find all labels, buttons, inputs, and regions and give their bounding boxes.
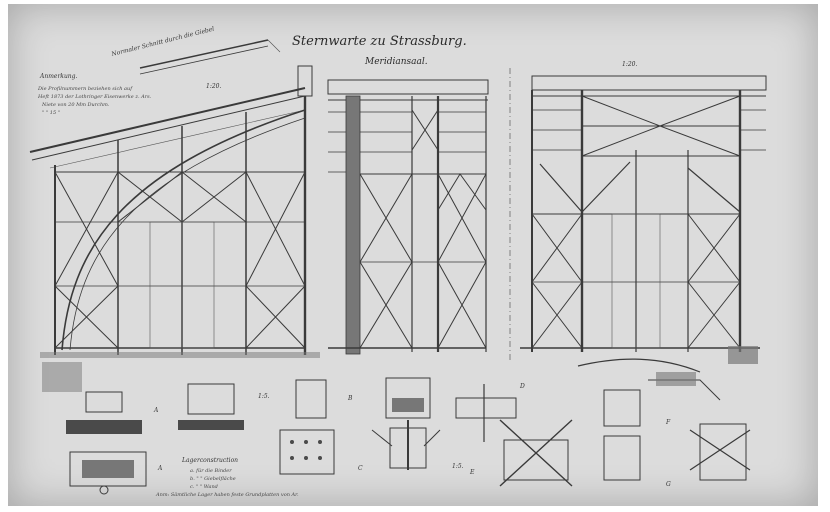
section-label: Normaler Schnitt durch die Giebel: [110, 26, 215, 59]
remark-line-4: " " 15 ": [42, 110, 60, 116]
remark-block: Anmerkung. Die Profilnummern beziehen si…: [37, 73, 152, 116]
drawing-sheet: [8, 4, 818, 506]
left-elevation: [29, 65, 320, 358]
scale-left: 1:20.: [206, 83, 221, 90]
scale-detail-a: 1:5.: [258, 393, 270, 400]
remark-heading: Anmerkung.: [39, 73, 78, 80]
detail-label-g: G: [666, 481, 671, 488]
remark-line-2: Heft 1873 der Lothringer Eisenwerke z. A…: [37, 94, 152, 100]
detail-label-b: B: [347, 395, 353, 402]
middle-elevation: [327, 79, 489, 355]
detail-label-a1: A: [153, 407, 159, 414]
bearing-line-1: a. für die Binder: [190, 468, 232, 474]
detail-label-c: C: [358, 465, 363, 472]
right-elevation: [520, 75, 767, 364]
detail-label-e: E: [469, 469, 475, 476]
drawing-subtitle: Meridiansaal.: [364, 57, 428, 67]
bearing-heading: Lagerconstruction: [181, 457, 238, 464]
drawing-title: Sternwarte zu Strassburg.: [292, 34, 467, 49]
detail-label-a2: A: [157, 465, 163, 472]
bearing-footer: Anm: Sämtliche Lager haben feste Grundpl…: [155, 492, 299, 498]
scale-detail-b: 1:5.: [452, 463, 464, 470]
remark-line-3: Niete von 20 Mm Durchm.: [41, 102, 110, 108]
bearing-line-3: c. " " Wand: [190, 484, 218, 490]
detail-row: A A Lagerconstruction a. für die Binder …: [42, 358, 751, 498]
bearing-line-2: b. " " Giebelfläche: [190, 476, 236, 482]
detail-label-d: D: [519, 383, 525, 390]
remark-line-1: Die Profilnummern beziehen sich auf: [37, 86, 133, 92]
scale-right: 1:20.: [622, 61, 637, 68]
detail-label-f: F: [665, 419, 671, 426]
gable-section-sketch: [139, 39, 281, 75]
